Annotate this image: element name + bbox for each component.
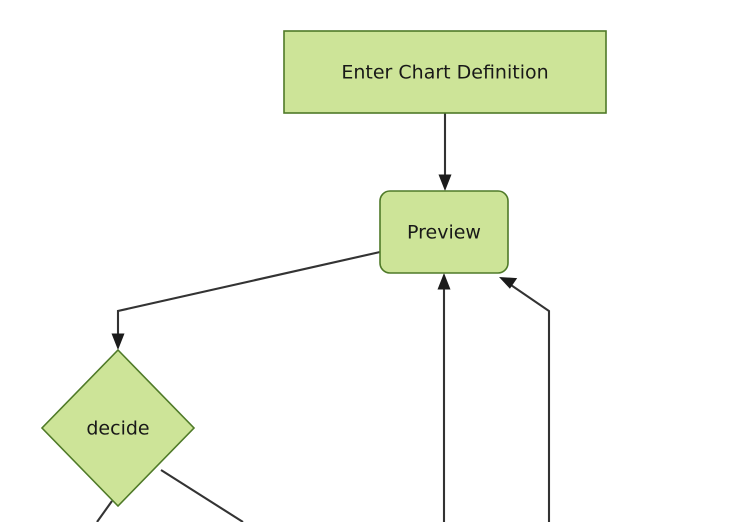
node-label-decide: decide: [86, 418, 149, 440]
node-label-preview: Preview: [407, 222, 481, 244]
node-label-enter-chart-definition: Enter Chart Definition: [341, 62, 548, 84]
node-shape-rectangle: [283, 30, 607, 114]
node-decide[interactable]: decide: [40, 348, 196, 508]
arrowhead-icon: [437, 273, 451, 290]
node-shape-rounded-rectangle: [379, 190, 509, 274]
edge-decide-left-branch: [96, 500, 113, 522]
arrowhead-icon: [111, 333, 125, 350]
node-enter-chart-definition[interactable]: Enter Chart Definition: [283, 30, 607, 114]
node-shape-diamond: [40, 348, 196, 508]
edge-bottom-right-to-preview: [499, 277, 551, 522]
edge-line: [507, 282, 551, 522]
edge-decide-right-branch: [160, 469, 244, 522]
edge-enter-to-preview: [438, 113, 452, 191]
node-preview[interactable]: Preview: [379, 190, 509, 274]
edge-line: [116, 250, 381, 339]
edge-line: [96, 500, 113, 522]
arrowhead-icon: [499, 277, 518, 289]
edge-preview-to-decide: [111, 250, 381, 350]
edge-line: [160, 469, 244, 522]
arrowhead-icon: [438, 174, 452, 191]
edge-bottom-center-to-preview: [437, 273, 451, 522]
